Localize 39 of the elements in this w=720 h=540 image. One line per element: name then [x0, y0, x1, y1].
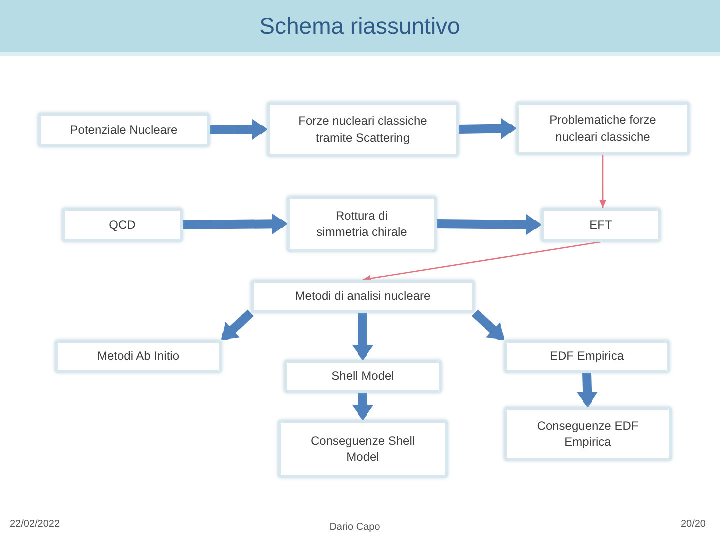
process-box: [278, 420, 448, 478]
block-arrow: [182, 214, 288, 235]
process-box: [38, 113, 210, 147]
block-arrow: [458, 118, 516, 140]
process-box: [287, 196, 437, 252]
process-box: [55, 340, 222, 373]
box-label: Potenziale Nucleare: [70, 122, 178, 138]
page-number: 20/20: [680, 519, 706, 531]
arrow: [362, 241, 602, 282]
process-box: [504, 407, 672, 461]
box-label: EDF Empirica: [550, 348, 624, 365]
slide-title: Schema riassuntivo: [258, 13, 462, 40]
block-arrow: [577, 372, 598, 408]
footer-author: Dario Capo: [328, 522, 382, 534]
block-arrow: [352, 393, 374, 420]
footer-date: 22/02/2022: [10, 519, 60, 531]
process-box: [541, 208, 661, 242]
block-arrow: [472, 310, 505, 341]
block-arrow: [352, 313, 374, 360]
process-box: [516, 102, 690, 155]
box-label: Forze nucleari classiche tramite Scattering: [298, 113, 428, 146]
box-label: QCD: [109, 216, 136, 234]
box-label: Shell Model: [332, 368, 394, 385]
box-label: Rottura di simmetria chirale: [316, 208, 408, 240]
block-arrow: [210, 119, 268, 140]
process-box: [267, 102, 459, 157]
box-label: EFT: [590, 216, 612, 234]
block-arrow: [436, 214, 542, 236]
block-arrow: [221, 310, 254, 341]
arrow: [600, 155, 607, 208]
box-label: Conseguenze Shell Model: [310, 432, 416, 466]
process-box: [251, 280, 475, 313]
box-label: Problematiche forze nucleari classiche: [548, 112, 658, 145]
box-label: Metodi Ab Initio: [97, 348, 180, 365]
box-label: Conseguenze EDF Empirica: [536, 418, 640, 450]
process-box: [504, 340, 670, 373]
process-box: [284, 360, 442, 393]
box-label: Metodi di analisi nucleare: [295, 288, 431, 305]
process-box: [62, 208, 183, 242]
